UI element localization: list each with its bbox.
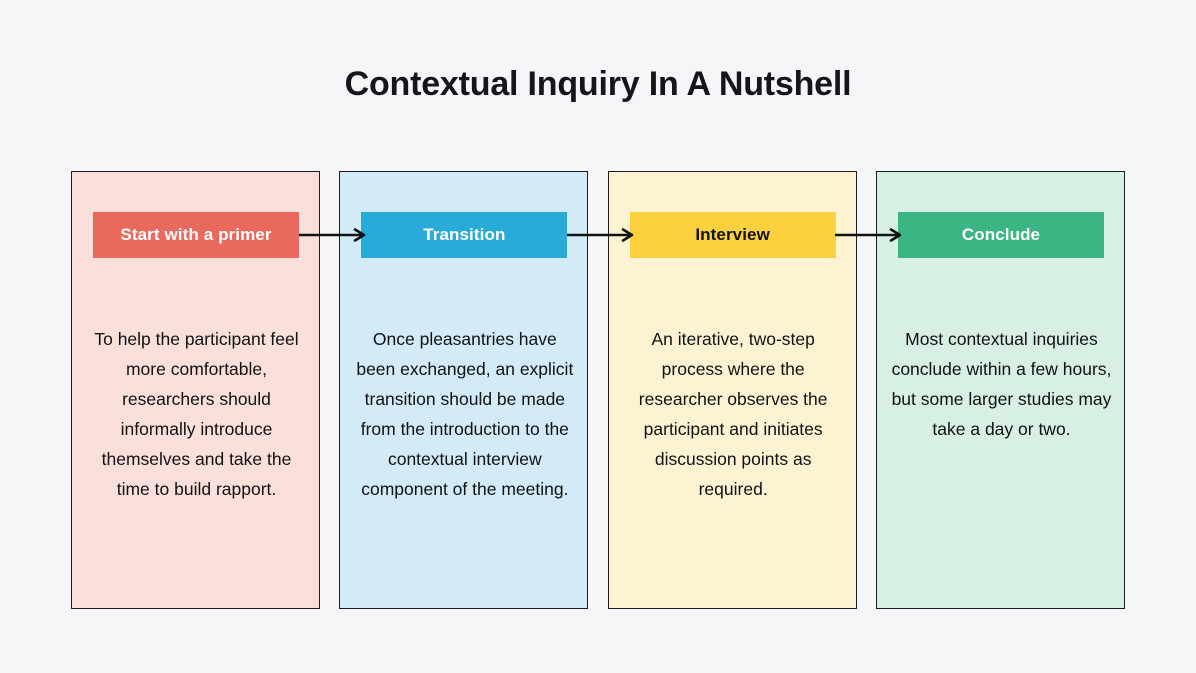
process-card-transition: Transition Once pleasantries have been e… (339, 171, 589, 609)
process-card-conclude: Conclude Most contextual inquiries concl… (875, 171, 1125, 609)
process-card-interview: Interview An iterative, two-step process… (607, 171, 857, 609)
card-header-interview: Interview (629, 212, 836, 258)
page-title: Contextual Inquiry In A Nutshell (344, 65, 852, 103)
card-header-start-with-a-primer: Start with a primer (93, 212, 299, 258)
card-header-transition: Transition (361, 212, 568, 258)
card-body-conclude: Most contextual inquiries conclude withi… (891, 329, 1112, 439)
card-body-interview: An iterative, two-step process where the… (638, 329, 828, 499)
process-card-start-with-a-primer: Start with a primer To help the particip… (71, 171, 320, 609)
card-body-start-with-a-primer: To help the participant feel more comfor… (94, 329, 299, 499)
card-header-conclude: Conclude (897, 212, 1104, 258)
process-flow-cards: Start with a primer To help the particip… (71, 171, 1125, 609)
card-body-transition: Once pleasantries have been exchanged, a… (356, 329, 574, 499)
